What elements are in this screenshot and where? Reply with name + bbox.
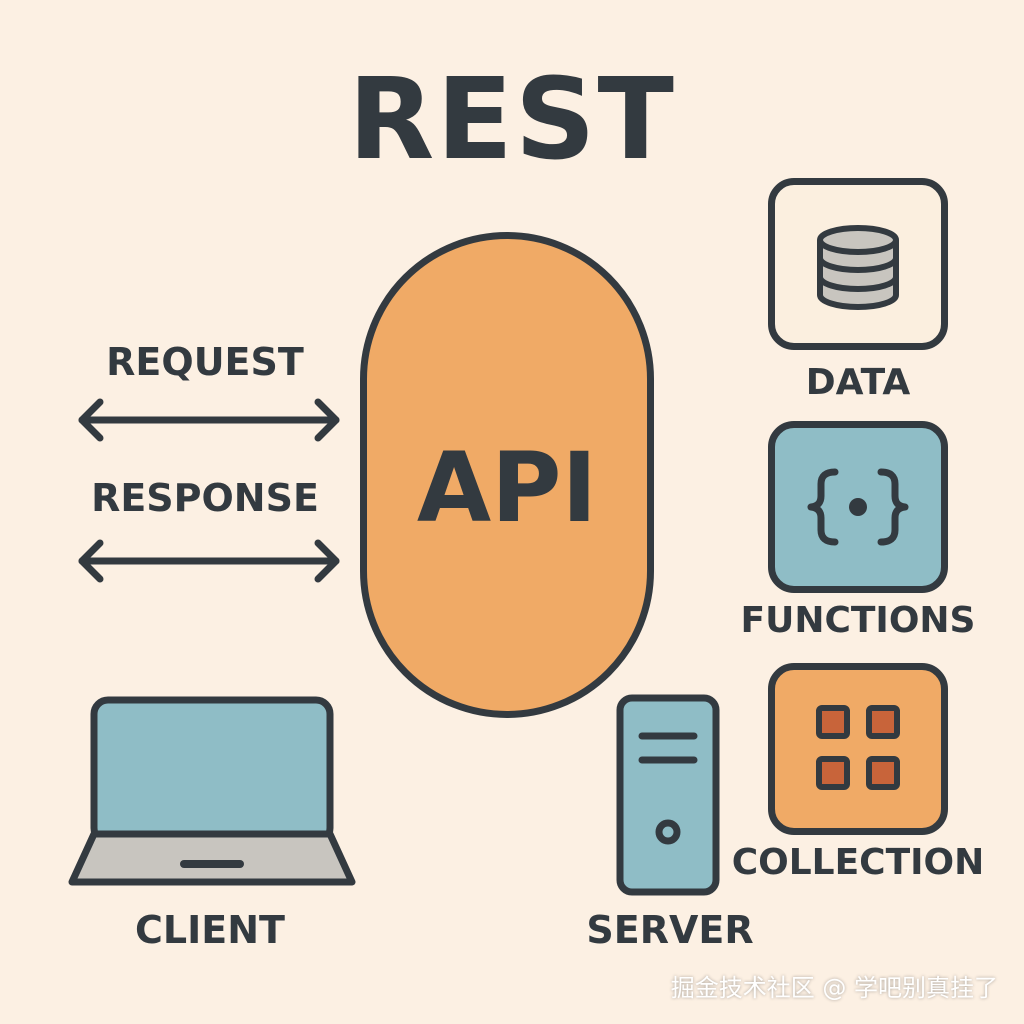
collection-label: COLLECTION [731, 842, 985, 883]
diagram-title: REST [348, 55, 676, 185]
request-arrow-icon [78, 398, 340, 442]
data-resource-box [768, 178, 948, 350]
response-arrow-icon [78, 539, 340, 583]
data-label: DATA [805, 362, 911, 403]
collection-resource-box [768, 663, 948, 835]
functions-resource-box [768, 421, 948, 593]
request-label: REQUEST [106, 340, 304, 384]
curly-braces-icon [807, 468, 909, 546]
server-tower-icon [616, 694, 720, 896]
grid-icon [816, 705, 900, 790]
database-icon [817, 225, 899, 310]
functions-label: FUNCTIONS [740, 600, 976, 641]
server-label: SERVER [586, 908, 754, 952]
response-label: RESPONSE [91, 476, 319, 520]
api-label: API [416, 432, 598, 544]
client-label: CLIENT [135, 908, 285, 952]
watermark-text: 掘金技术社区 @ 学吧别真挂了 [670, 974, 998, 1002]
laptop-icon [68, 696, 356, 886]
api-pill [360, 232, 654, 718]
